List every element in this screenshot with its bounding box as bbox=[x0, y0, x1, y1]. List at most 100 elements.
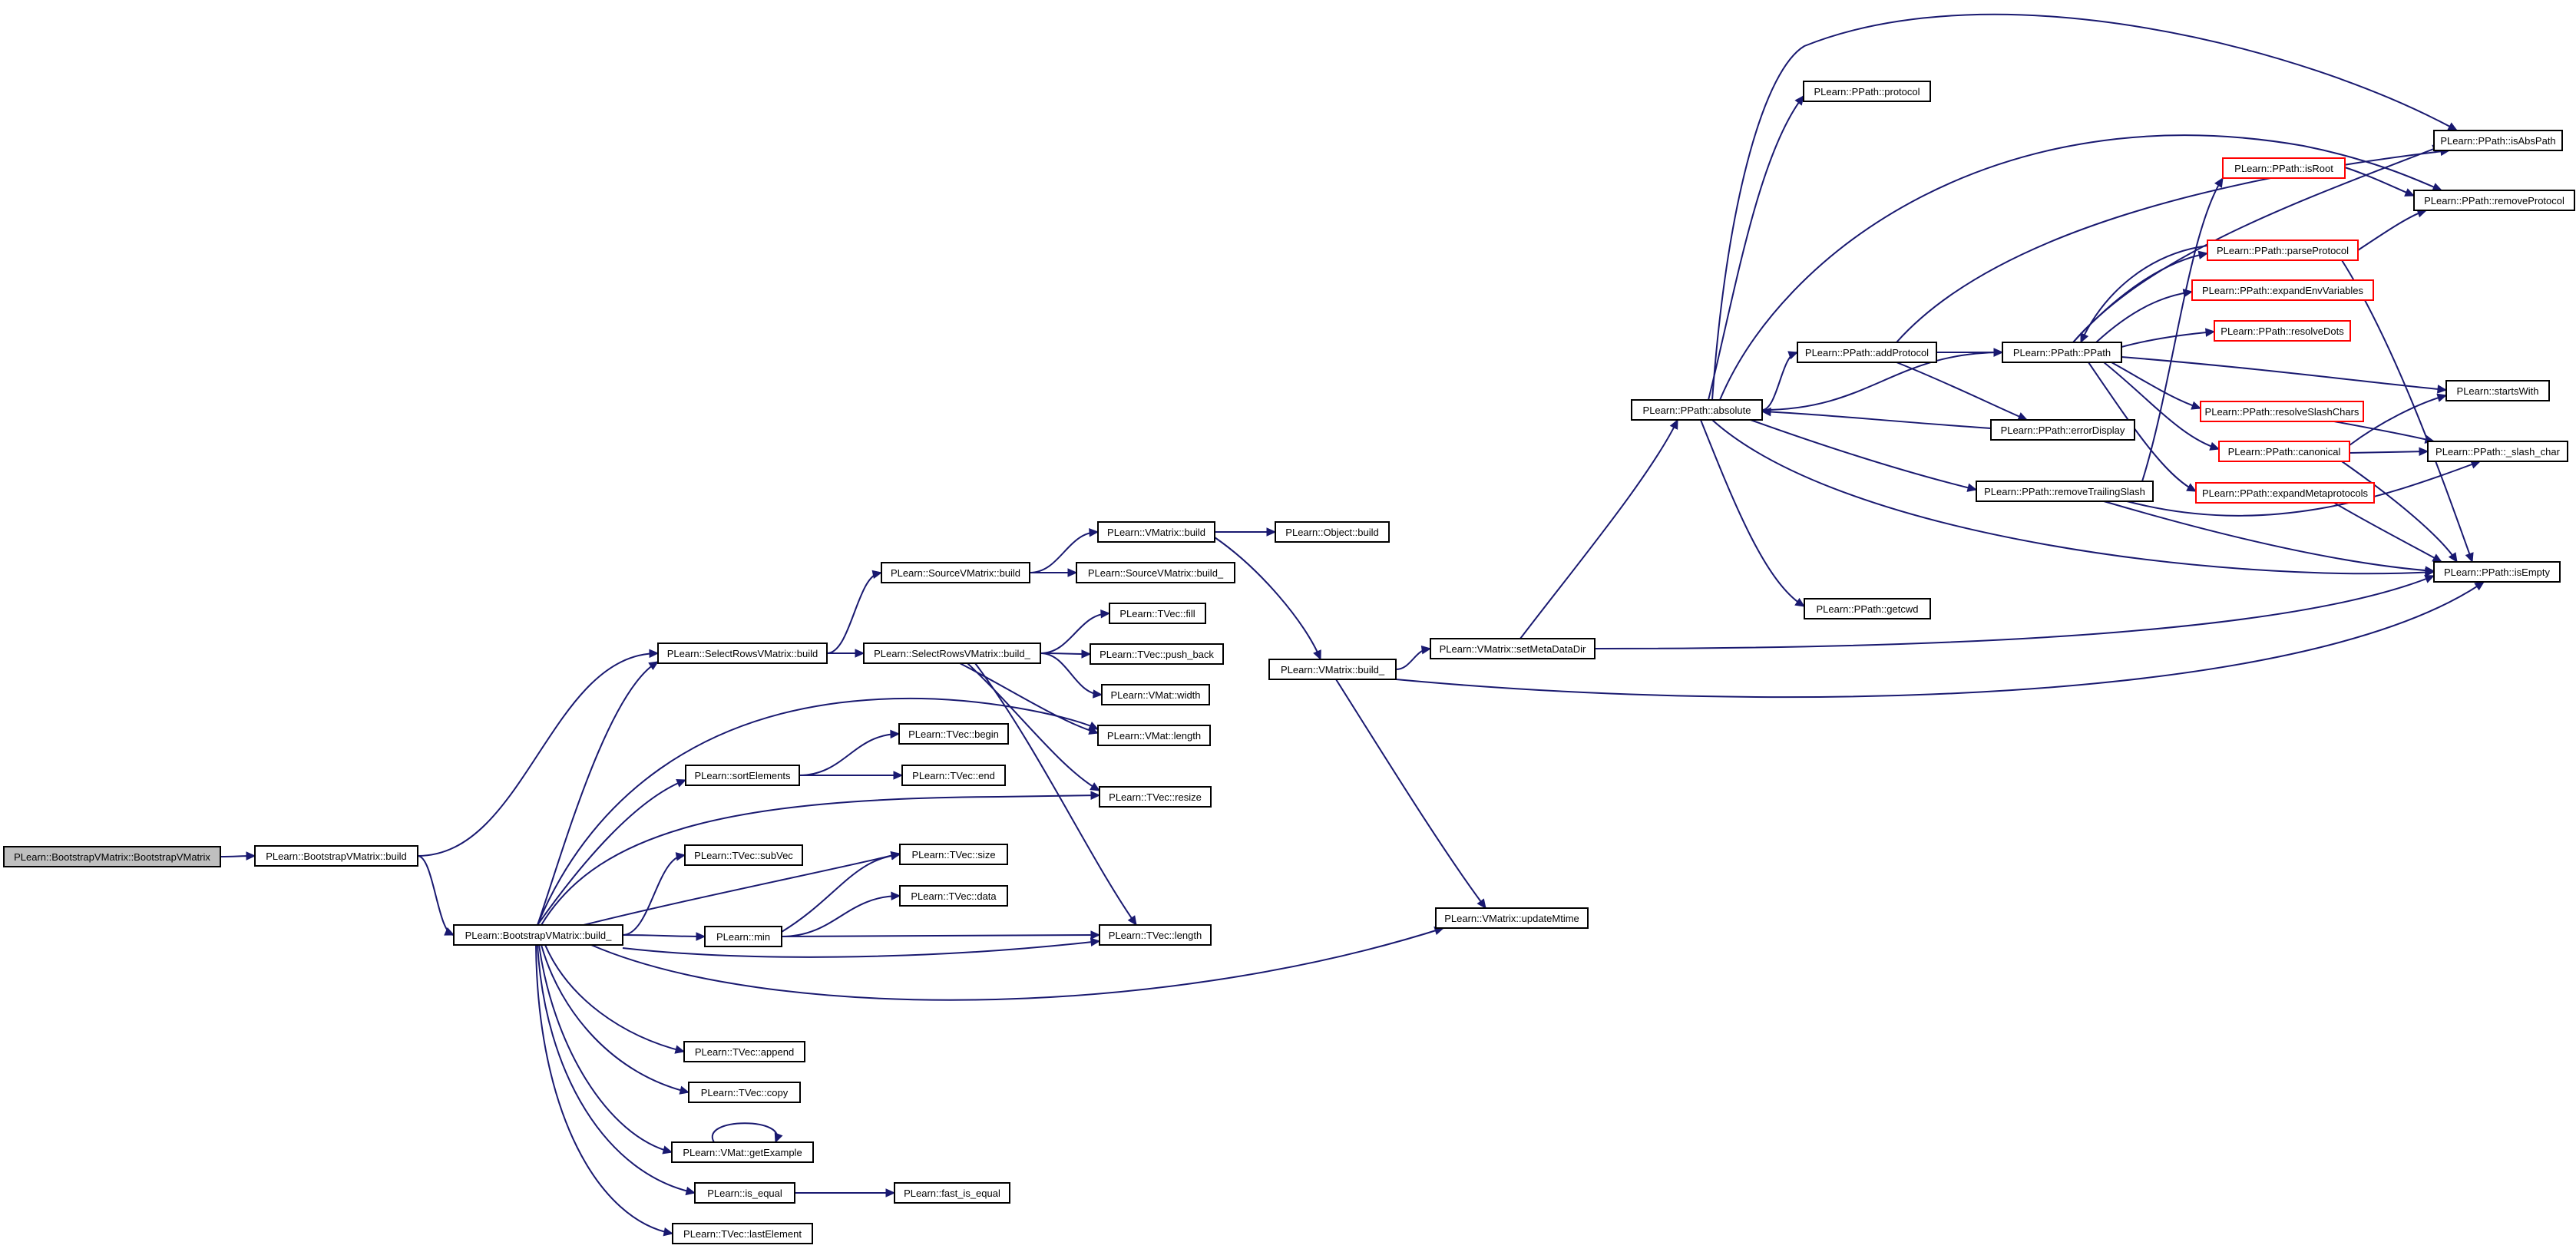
node-box bbox=[901, 765, 1006, 786]
node-updmtime[interactable]: PLearn::VMatrix::updateMtime bbox=[1435, 907, 1589, 929]
node-tvec-data[interactable]: PLearn::TVec::data bbox=[899, 885, 1008, 907]
node-label: PLearn::PPath::absolute bbox=[1643, 405, 1751, 416]
edge-bvm_build_-to-updmtime bbox=[590, 927, 1444, 1001]
arrowhead-tvec_push bbox=[1081, 649, 1092, 659]
node-slashchar[interactable]: PLearn::PPath::_slash_char bbox=[2427, 441, 2568, 462]
node-box bbox=[2214, 320, 2351, 342]
node-box bbox=[1099, 924, 1212, 946]
node-box bbox=[2002, 342, 2122, 363]
node-obj-build[interactable]: PLearn::Object::build bbox=[1275, 521, 1390, 543]
node-expenv[interactable]: PLearn::PPath::expandEnvVariables bbox=[2191, 279, 2374, 301]
edge-min-to-tvec_size bbox=[781, 854, 901, 933]
arrowhead-vm_build_ bbox=[1313, 649, 1321, 661]
node-startswith[interactable]: PLearn::startsWith bbox=[2445, 380, 2550, 401]
node-tvec-begin[interactable]: PLearn::TVec::begin bbox=[898, 723, 1009, 745]
edge-bvm_build_-to-tvec_last bbox=[535, 944, 673, 1234]
edge-bvm_build_-to-tvec_subvec bbox=[622, 854, 686, 936]
edge-ppath-to-resdots bbox=[2121, 331, 2215, 348]
node-box bbox=[899, 885, 1008, 907]
node-svm-build[interactable]: PLearn::SourceVMatrix::build bbox=[881, 562, 1030, 583]
node-box bbox=[1099, 786, 1212, 808]
node-box bbox=[685, 765, 800, 786]
node-isroot[interactable]: PLearn::PPath::isRoot bbox=[2222, 157, 2346, 179]
node-svm-build-[interactable]: PLearn::SourceVMatrix::build_ bbox=[1076, 562, 1235, 583]
edge-expmeta-to-isempty bbox=[2333, 502, 2442, 563]
node-label: PLearn::SelectRowsVMatrix::build bbox=[667, 648, 818, 659]
node-tvec-length[interactable]: PLearn::TVec::length bbox=[1099, 924, 1212, 946]
node-label: PLearn::PPath::isEmpty bbox=[2444, 567, 2551, 578]
node-remprotocol[interactable]: PLearn::PPath::removeProtocol bbox=[2413, 190, 2575, 211]
edge-absolute-to-remtrail bbox=[1750, 419, 1977, 491]
node-sort[interactable]: PLearn::sortElements bbox=[685, 765, 800, 786]
node-resslash[interactable]: PLearn::PPath::resolveSlashChars bbox=[2200, 401, 2364, 422]
node-box bbox=[881, 562, 1030, 583]
node-resdots[interactable]: PLearn::PPath::resolveDots bbox=[2214, 320, 2351, 342]
node-absolute[interactable]: PLearn::PPath::absolute bbox=[1631, 399, 1763, 421]
node-tvec-append[interactable]: PLearn::TVec::append bbox=[683, 1041, 805, 1062]
node-isabspath[interactable]: PLearn::PPath::isAbsPath bbox=[2433, 130, 2563, 151]
node-errdisplay[interactable]: PLearn::PPath::errorDisplay bbox=[1990, 419, 2135, 441]
arrowhead-startswith bbox=[2436, 393, 2448, 402]
edge-parseprot-to-remprotocol bbox=[2357, 210, 2427, 251]
node-addprotocol[interactable]: PLearn::PPath::addProtocol bbox=[1797, 342, 1937, 363]
node-bvm-build[interactable]: PLearn::BootstrapVMatrix::build bbox=[254, 845, 418, 867]
node-vm-build-[interactable]: PLearn::VMatrix::build_ bbox=[1268, 659, 1397, 680]
edge-canonical-to-slashchar bbox=[2349, 451, 2429, 454]
node-remtrail[interactable]: PLearn::PPath::removeTrailingSlash bbox=[1976, 481, 2154, 502]
arrowhead-is_equal bbox=[685, 1186, 696, 1196]
node-canonical[interactable]: PLearn::PPath::canonical bbox=[2218, 441, 2350, 462]
node-vmat-getex[interactable]: PLearn::VMat::getExample bbox=[671, 1141, 814, 1163]
node-tvec-end[interactable]: PLearn::TVec::end bbox=[901, 765, 1006, 786]
arrowhead-isempty bbox=[2424, 574, 2435, 583]
edge-canonical-to-isempty bbox=[2341, 461, 2458, 563]
arrowhead-bvm_build_ bbox=[444, 927, 455, 936]
node-setmeta[interactable]: PLearn::VMatrix::setMetaDataDir bbox=[1430, 638, 1596, 659]
node-label: PLearn::TVec::append bbox=[695, 1046, 794, 1058]
arrowhead-tvec_end bbox=[893, 771, 904, 780]
node-bvm-build-[interactable]: PLearn::BootstrapVMatrix::build_ bbox=[453, 924, 623, 946]
node-box bbox=[2191, 279, 2374, 301]
node-tvec-copy[interactable]: PLearn::TVec::copy bbox=[688, 1082, 801, 1103]
arrowhead-isempty bbox=[2448, 552, 2458, 563]
edge-vm_build_-to-isempty bbox=[1395, 581, 2485, 699]
node-box bbox=[3, 846, 221, 867]
node-box bbox=[1990, 419, 2135, 441]
node-box bbox=[1804, 598, 1931, 619]
node-box bbox=[671, 1141, 814, 1163]
arrowhead-setmeta bbox=[1420, 645, 1432, 655]
node-label: PLearn::TVec::fill bbox=[1119, 608, 1195, 619]
node-tvec-push[interactable]: PLearn::TVec::push_back bbox=[1090, 643, 1224, 665]
node-tvec-resize[interactable]: PLearn::TVec::resize bbox=[1099, 786, 1212, 808]
node-root[interactable]: PLearn::BootstrapVMatrix::BootstrapVMatr… bbox=[3, 846, 221, 867]
node-vmat-width[interactable]: PLearn::VMat::width bbox=[1101, 684, 1210, 705]
node-vm-build[interactable]: PLearn::VMatrix::build bbox=[1097, 521, 1215, 543]
node-srvm-build-[interactable]: PLearn::SelectRowsVMatrix::build_ bbox=[863, 643, 1041, 664]
edge-errdisplay-to-absolute bbox=[1761, 411, 1992, 429]
arrowhead-ppath bbox=[1993, 348, 2004, 357]
node-is-equal[interactable]: PLearn::is_equal bbox=[694, 1182, 795, 1204]
arrowhead-min bbox=[696, 932, 706, 941]
node-min[interactable]: PLearn::min bbox=[704, 926, 782, 947]
edge-min-to-tvec_data bbox=[781, 895, 901, 937]
node-tvec-subvec[interactable]: PLearn::TVec::subVec bbox=[684, 844, 803, 866]
edge-ppath-to-resslash bbox=[2111, 362, 2201, 409]
node-getcwd[interactable]: PLearn::PPath::getcwd bbox=[1804, 598, 1931, 619]
node-vmat-length[interactable]: PLearn::VMat::length bbox=[1097, 725, 1211, 746]
arrowhead-tvec_length bbox=[1090, 930, 1101, 940]
node-expmeta[interactable]: PLearn::PPath::expandMetaprotocols bbox=[2195, 482, 2375, 504]
node-isempty[interactable]: PLearn::PPath::isEmpty bbox=[2433, 561, 2561, 583]
node-fast-is-equal[interactable]: PLearn::fast_is_equal bbox=[894, 1182, 1010, 1204]
node-tvec-last[interactable]: PLearn::TVec::lastElement bbox=[672, 1223, 813, 1244]
arrowhead-svm_build bbox=[871, 570, 883, 580]
node-protocol[interactable]: PLearn::PPath::protocol bbox=[1803, 81, 1931, 102]
node-box bbox=[2195, 482, 2375, 504]
node-tvec-size[interactable]: PLearn::TVec::size bbox=[899, 844, 1008, 865]
node-srvm-build[interactable]: PLearn::SelectRowsVMatrix::build bbox=[657, 643, 828, 664]
node-label: PLearn::PPath::resolveDots bbox=[2221, 325, 2344, 337]
node-tvec-fill[interactable]: PLearn::TVec::fill bbox=[1109, 603, 1206, 624]
edge-ppath-to-expmeta bbox=[2088, 362, 2197, 492]
arrowhead-isroot bbox=[2214, 177, 2224, 188]
arrowhead-srvm_build bbox=[649, 649, 660, 659]
node-parseprot[interactable]: PLearn::PPath::parseProtocol bbox=[2207, 239, 2359, 261]
node-ppath[interactable]: PLearn::PPath::PPath bbox=[2002, 342, 2122, 363]
